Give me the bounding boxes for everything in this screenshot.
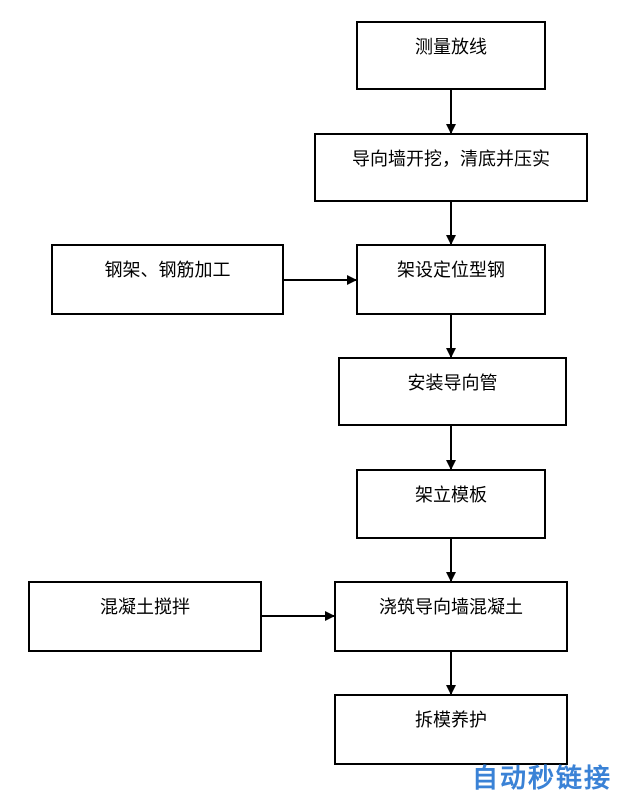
step-guide-pipe-box: 安装导向管 (338, 357, 567, 426)
step-label: 拆模养护 (415, 710, 487, 731)
step-label: 安装导向管 (407, 373, 498, 394)
step-survey-box: 测量放线 (356, 21, 546, 90)
watermark-logo: 自动秒链接 (471, 764, 612, 794)
step-curing-box: 拆模养护 (334, 694, 568, 765)
step-formwork-box: 架立模板 (356, 469, 546, 539)
step-label: 测量放线 (415, 37, 487, 58)
step-pour-concrete-box: 浇筑导向墙混凝土 (334, 581, 568, 652)
side-label: 钢架、钢筋加工 (104, 260, 231, 281)
step-steel-positioning-box: 架设定位型钢 (356, 244, 546, 315)
side-steel-processing-box: 钢架、钢筋加工 (51, 244, 284, 315)
step-label: 架设定位型钢 (397, 260, 505, 281)
step-label: 导向墙开挖，清底并压实 (352, 149, 550, 170)
step-label: 架立模板 (415, 485, 487, 506)
step-label: 浇筑导向墙混凝土 (379, 597, 523, 618)
side-concrete-mixing-box: 混凝土搅拌 (28, 581, 262, 652)
step-excavate-box: 导向墙开挖，清底并压实 (314, 133, 588, 202)
side-label: 混凝土搅拌 (100, 597, 190, 618)
